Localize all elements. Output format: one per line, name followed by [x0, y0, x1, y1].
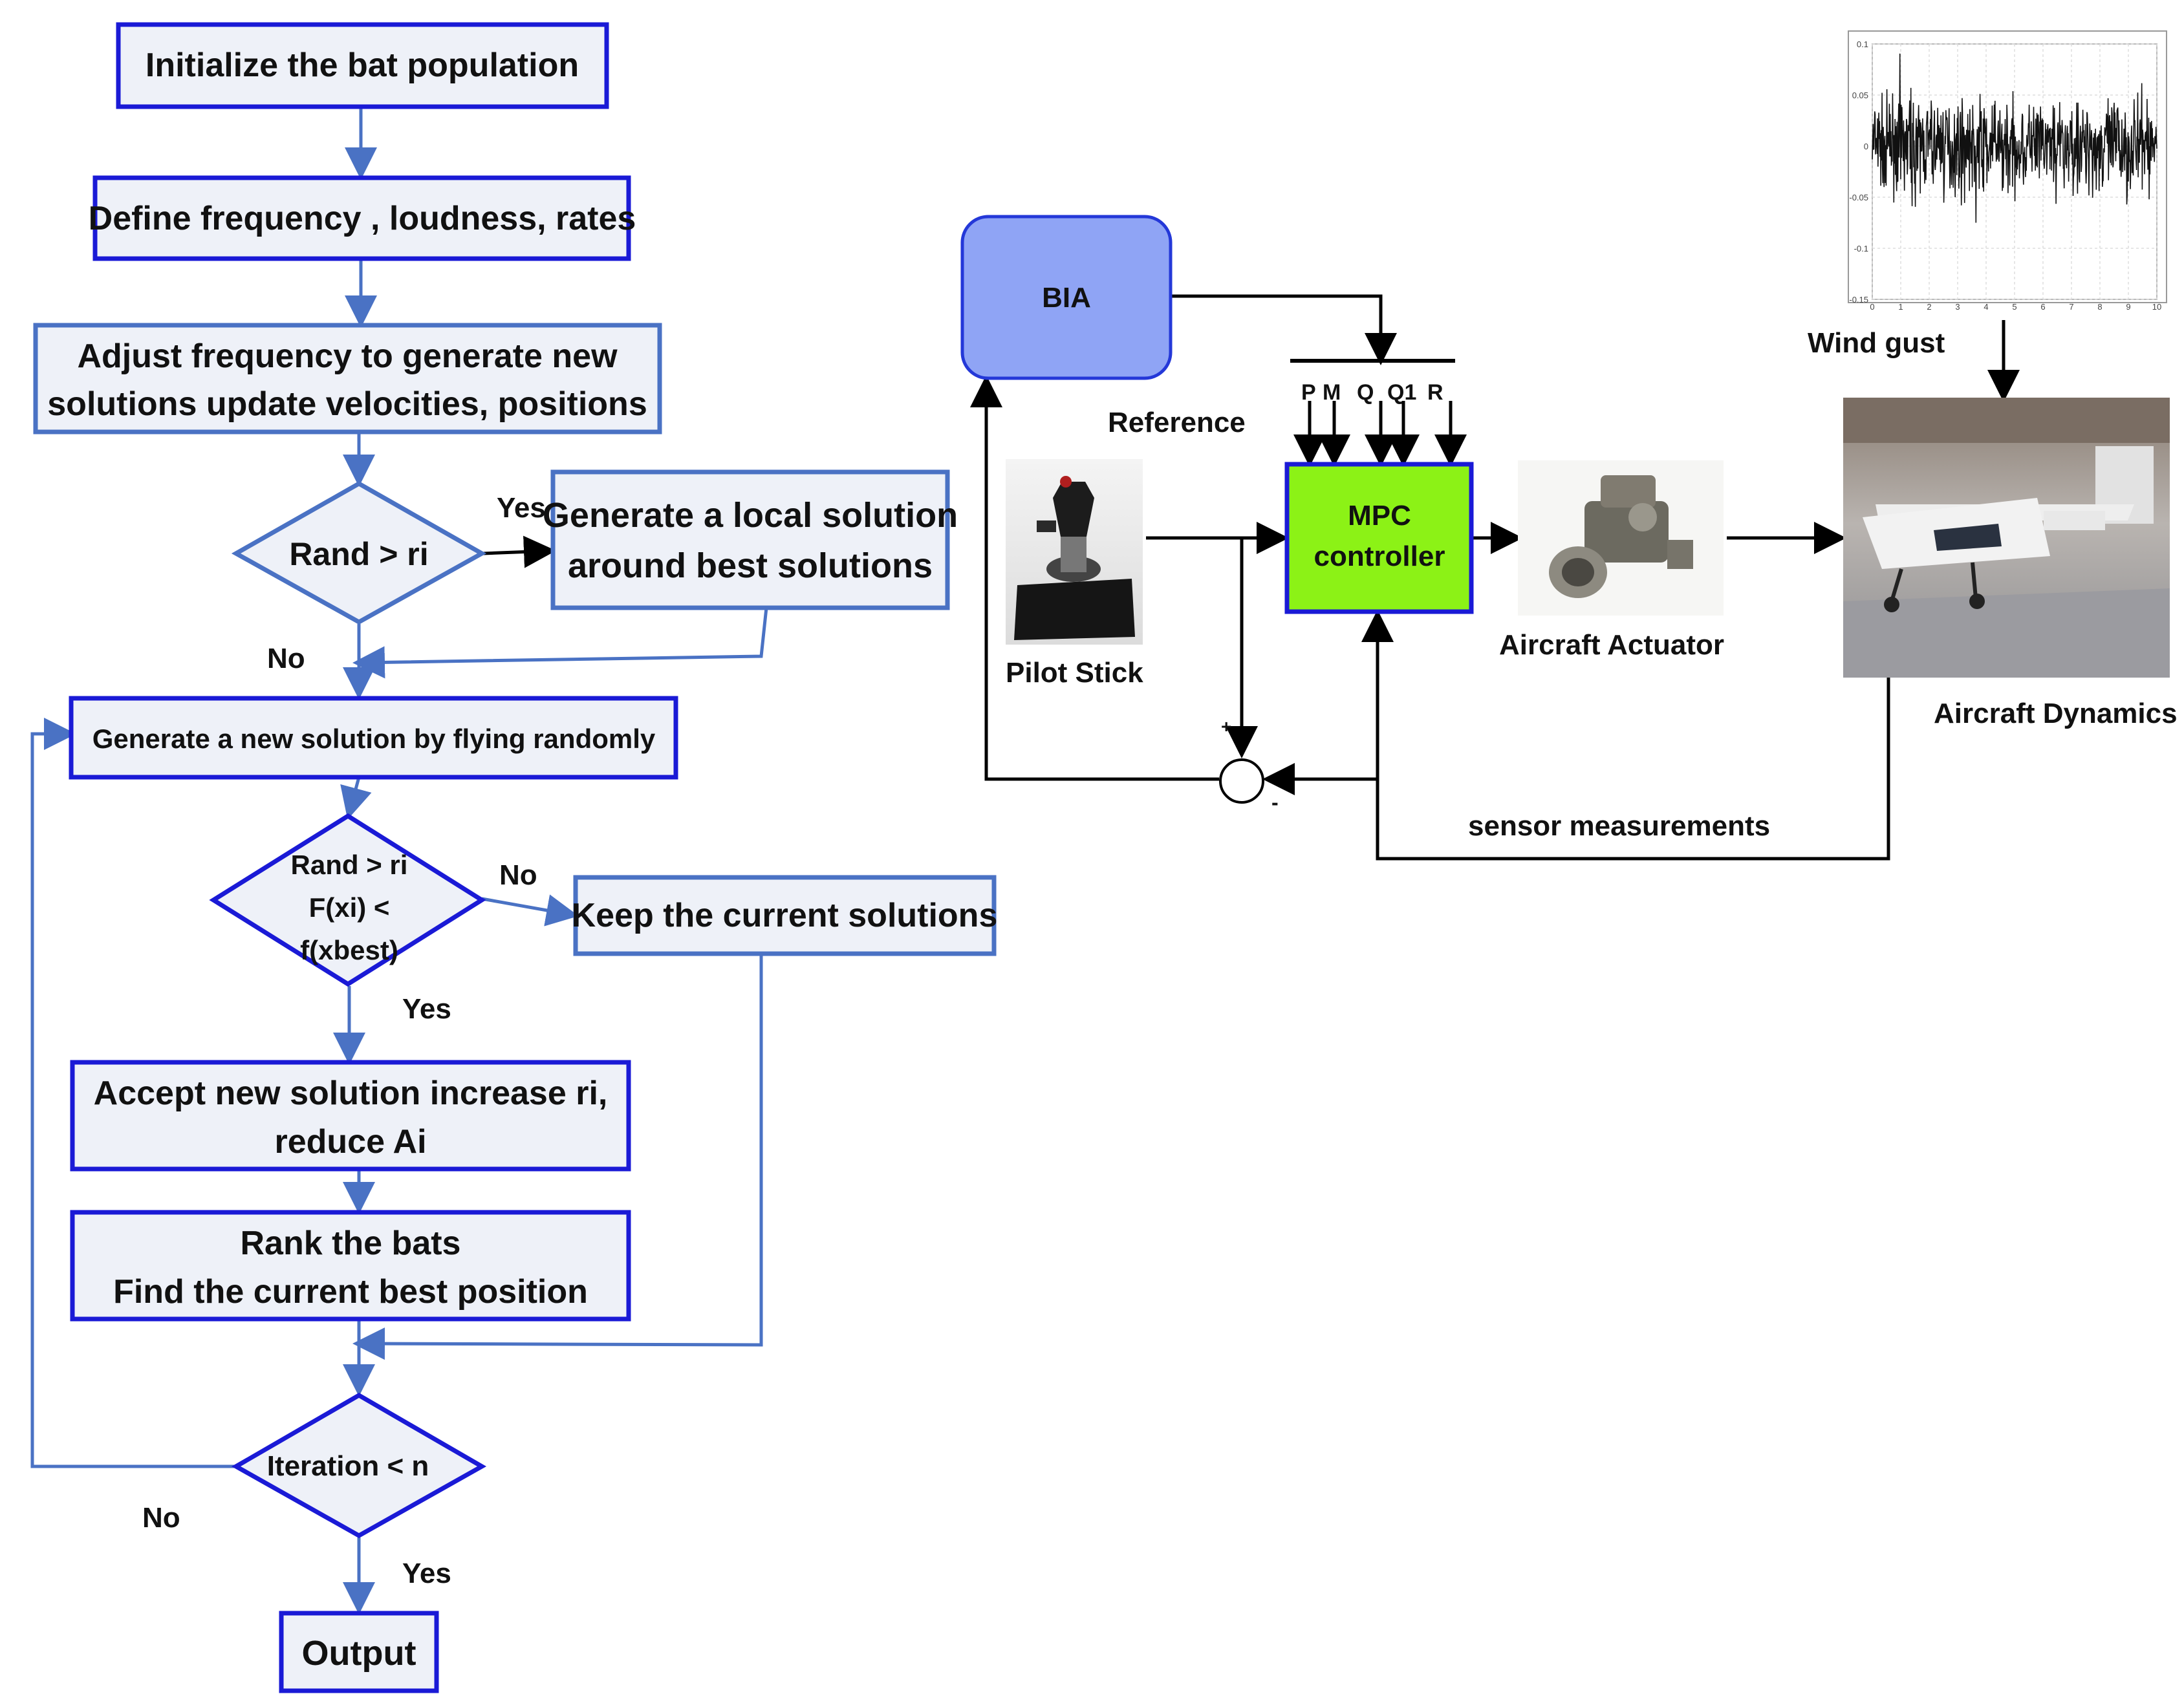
- arrow-local-merge: [352, 607, 768, 679]
- wind-y-tick-label: 0.05: [1852, 91, 1868, 100]
- mpc-text-2: controller: [1314, 541, 1445, 572]
- define-text: Define frequency , loudness, rates: [89, 200, 636, 237]
- arrow-error-bia: [970, 375, 1219, 781]
- random-fly-box: [69, 696, 678, 780]
- random-fly-text: Generate a new solution by flying random…: [92, 724, 656, 754]
- minus-sign: -: [1271, 791, 1279, 814]
- wind-x-tick-label: 6: [2040, 302, 2045, 312]
- aircraft-image: [1843, 398, 2170, 678]
- mpc-text-1: MPC: [1348, 500, 1411, 531]
- arrow-keep-merge: [352, 954, 763, 1360]
- local-box: [550, 469, 950, 610]
- summing-junction: [1219, 758, 1264, 804]
- wind-x-tick-label: 1: [1898, 302, 1903, 312]
- wind-y-tick-label: -0.1: [1854, 244, 1868, 253]
- arrow-bia-to-params: [1171, 294, 1397, 365]
- pilot-stick-image: [1006, 459, 1143, 645]
- wind-gust-plot: 0.1 0.05 0 -0.05 -0.1 -0.15 0 1 2 3 4 5 6 7 8 9 10: [1848, 30, 2167, 312]
- actuator-label: Aircraft Actuator: [1499, 629, 1724, 661]
- decision1-text: Rand > ri: [289, 536, 428, 572]
- decision3-diamond: [231, 1392, 487, 1539]
- yes-label-3: Yes: [402, 1558, 451, 1589]
- accept-text-1: Accept new solution increase ri,: [94, 1075, 608, 1112]
- arrow-loop-back: [30, 718, 236, 1468]
- wind-y-tick-label: -0.15: [1849, 295, 1868, 305]
- define-box: [92, 175, 631, 261]
- output-box: [279, 1611, 439, 1693]
- wind-gust-signal: [1872, 53, 2157, 223]
- block-connectors: [970, 294, 2020, 861]
- decision2-text-2: F(xi) <: [309, 892, 390, 923]
- local-text-2: around best solutions: [568, 546, 933, 585]
- param-label-p: P: [1301, 380, 1316, 405]
- wind-x-tick-label: 3: [1955, 302, 1960, 312]
- wind-x-tick-label: 4: [1984, 302, 1988, 312]
- wind-gust-label: Wind gust: [1808, 327, 1945, 359]
- actuator-image: [1518, 460, 1724, 616]
- block-shapes: BIA Reference P M Q Q1 R MPC controller …: [960, 30, 2178, 842]
- no-label-1: No: [267, 643, 305, 674]
- wind-plot-x-ticks: 0 1 2 3 4 5 6 7 8 9 10: [1870, 302, 2161, 312]
- param-label-q1: Q1: [1387, 380, 1416, 405]
- decision1-diamond: [231, 480, 487, 625]
- wind-x-tick-label: 5: [2012, 302, 2016, 312]
- yes-label-2: Yes: [402, 993, 451, 1025]
- arrow-sensor-feedback: [1361, 610, 1890, 861]
- dynamics-label: Aircraft Dynamics: [1934, 698, 2178, 729]
- wind-x-tick-label: 7: [2069, 302, 2073, 312]
- mpc-block: [1284, 462, 1474, 614]
- rank-text-1: Rank the bats: [241, 1225, 461, 1262]
- wind-y-tick-label: 0.1: [1857, 39, 1868, 49]
- accept-text-2: reduce Ai: [274, 1123, 426, 1161]
- wind-plot-y-ticks: 0.1 0.05 0 -0.05 -0.1 -0.15: [1849, 39, 1868, 305]
- param-label-r: R: [1427, 380, 1443, 405]
- wind-x-tick-label: 2: [1927, 302, 1931, 312]
- local-text-1: Generate a local solution: [543, 496, 958, 535]
- bia-text: BIA: [1042, 282, 1091, 314]
- init-text: Initialize the bat population: [146, 47, 579, 84]
- accept-box: [70, 1060, 631, 1172]
- reference-label: Reference: [1108, 407, 1246, 438]
- no-label-3: No: [142, 1502, 180, 1534]
- flowchart-shapes: Initialize the bat population Define fre…: [33, 22, 998, 1693]
- plus-sign: +: [1221, 716, 1231, 736]
- wind-x-tick-label: 0: [1870, 302, 1874, 312]
- wind-x-tick-label: 9: [2126, 302, 2130, 312]
- arrow-decision2-keep: [481, 894, 579, 927]
- wind-y-tick-label: -0.05: [1849, 193, 1868, 202]
- decision2-diamond: [209, 813, 486, 987]
- yes-label-1: Yes: [497, 492, 546, 524]
- flowchart-connectors: [30, 107, 768, 1614]
- adjust-box: [33, 323, 662, 434]
- arrow-random-decision2: [340, 777, 372, 820]
- pilot-stick-label: Pilot Stick: [1006, 657, 1143, 689]
- output-text: Output: [302, 1634, 416, 1673]
- sensor-label: sensor measurements: [1468, 810, 1770, 842]
- adjust-text-2: solutions update velocities, positions: [47, 385, 647, 423]
- keep-box: [573, 875, 997, 956]
- rank-text-2: Find the current best position: [113, 1273, 588, 1311]
- no-label-2: No: [499, 859, 537, 891]
- decision2-text-3: f(xbest): [300, 935, 398, 965]
- bia-block: [960, 215, 1173, 380]
- decision2-text-1: Rand > ri: [291, 850, 408, 880]
- init-box: [116, 22, 609, 109]
- wind-x-tick-label: 8: [2097, 302, 2102, 312]
- wind-x-tick-label: 10: [2152, 302, 2161, 312]
- param-label-q: Q: [1357, 380, 1374, 405]
- param-label-m: M: [1323, 380, 1341, 405]
- keep-text: Keep the current solutions: [572, 897, 998, 934]
- rank-box: [70, 1210, 631, 1322]
- wind-y-tick-label: 0: [1864, 142, 1868, 151]
- decision3-text: Iteration < n: [267, 1450, 429, 1482]
- adjust-text-1: Adjust frequency to generate new: [77, 338, 618, 375]
- arrow-decision1-local: [482, 535, 556, 568]
